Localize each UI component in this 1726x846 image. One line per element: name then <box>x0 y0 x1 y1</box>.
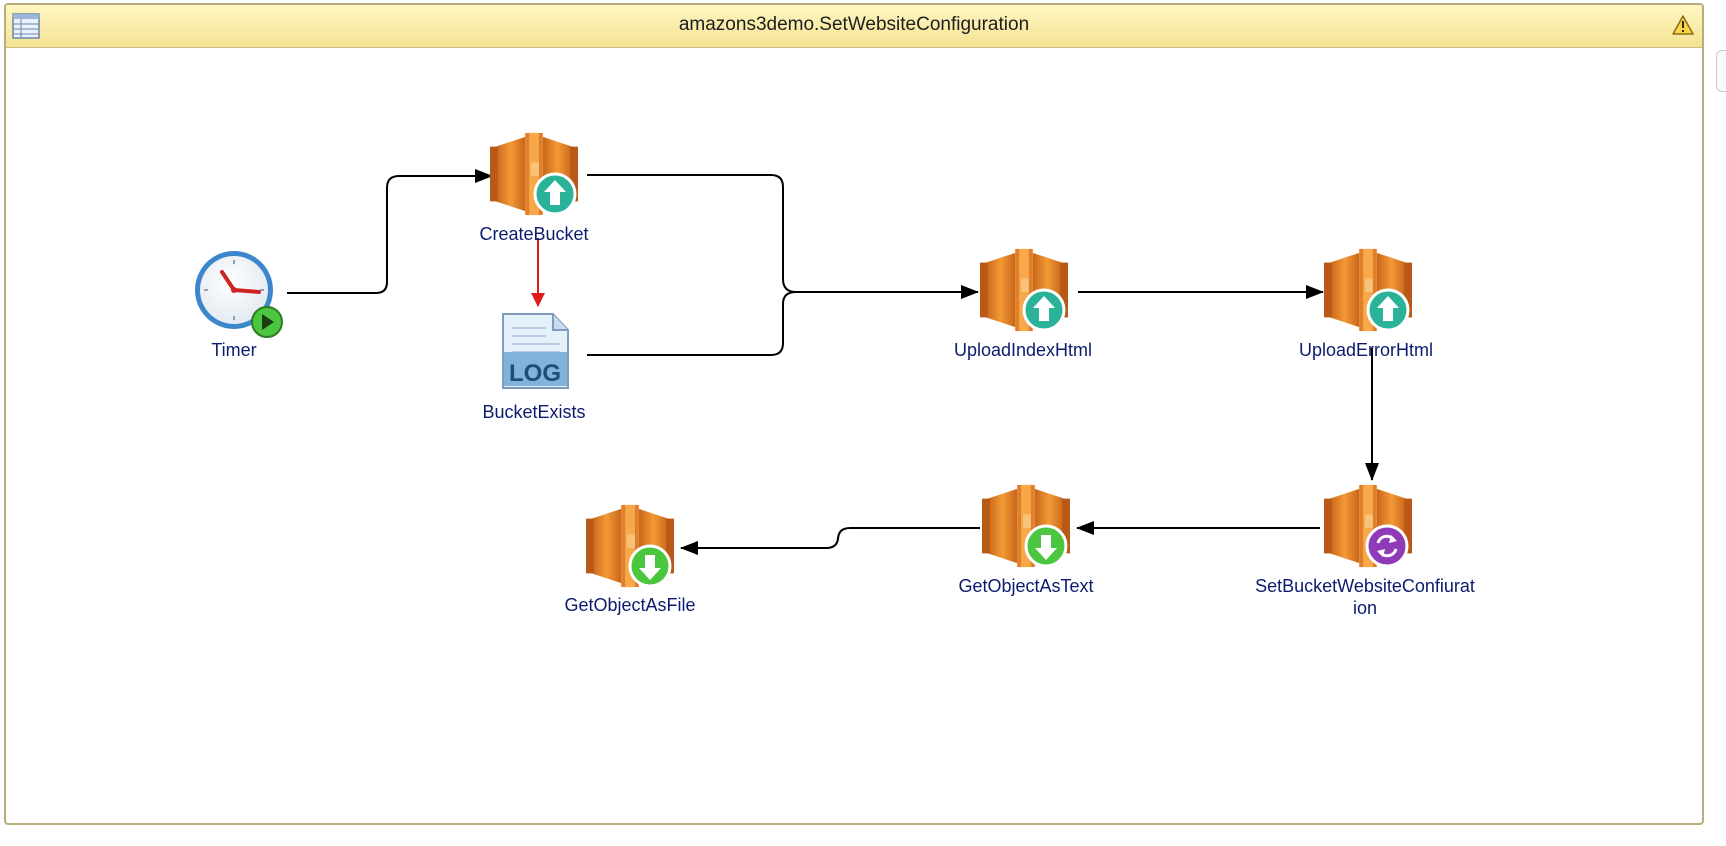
table-grid-icon[interactable] <box>12 13 40 44</box>
node-label: Timer <box>211 340 256 360</box>
node-timer[interactable]: Timer <box>195 251 283 360</box>
node-label: CreateBucket <box>479 224 588 244</box>
download-arrow-badge-icon <box>1024 524 1068 568</box>
title-bar: amazons3demo.SetWebsiteConfiguration <box>6 5 1702 48</box>
log-file-icon: LOG <box>502 313 569 389</box>
refresh-config-badge-icon <box>1365 524 1409 568</box>
node-uploadindexhtml[interactable]: UploadIndexHtml <box>954 248 1092 360</box>
node-label: BucketExists <box>482 402 585 422</box>
node-label: UploadErrorHtml <box>1299 340 1433 360</box>
play-badge-icon <box>251 306 283 338</box>
connector-bucketexists-to-uploadindex[interactable] <box>587 291 797 356</box>
node-bucketexists[interactable]: LOG BucketExists <box>482 313 586 422</box>
upload-arrow-badge-icon <box>1022 288 1066 332</box>
flow-editor-window: amazons3demo.SetWebsiteConfiguration <box>4 3 1704 825</box>
node-label: GetObjectAsFile <box>564 595 695 615</box>
window-title: amazons3demo.SetWebsiteConfiguration <box>678 14 1030 35</box>
warning-triangle-icon[interactable] <box>1672 15 1694 40</box>
log-icon-text: LOG <box>509 360 561 387</box>
clock-timer-icon <box>195 251 273 329</box>
connector-createbucket-to-uploadindex[interactable] <box>587 174 979 299</box>
node-setbucketwebsiteconfiuration[interactable]: SetBucketWebsiteConfiurat ion <box>1255 484 1475 618</box>
node-label: GetObjectAsText <box>958 576 1093 596</box>
connector-timer-to-createbucket[interactable] <box>287 169 493 294</box>
node-getobjectastext[interactable]: GetObjectAsText <box>958 484 1094 596</box>
download-arrow-badge-icon <box>628 544 672 588</box>
node-label-line2: ion <box>1353 598 1377 618</box>
node-getobjectasfile[interactable]: GetObjectAsFile <box>564 504 696 615</box>
node-label-line1: SetBucketWebsiteConfiurat <box>1255 576 1475 596</box>
connector-getobjectastext-to-getobjectasfile[interactable] <box>680 527 980 555</box>
upload-arrow-badge-icon <box>533 172 577 216</box>
node-uploaderrorhtml[interactable]: UploadErrorHtml <box>1299 248 1433 360</box>
node-label: UploadIndexHtml <box>954 340 1092 360</box>
side-panel-tab[interactable] <box>1716 50 1726 92</box>
upload-arrow-badge-icon <box>1366 288 1410 332</box>
node-createbucket[interactable]: CreateBucket <box>479 132 589 244</box>
